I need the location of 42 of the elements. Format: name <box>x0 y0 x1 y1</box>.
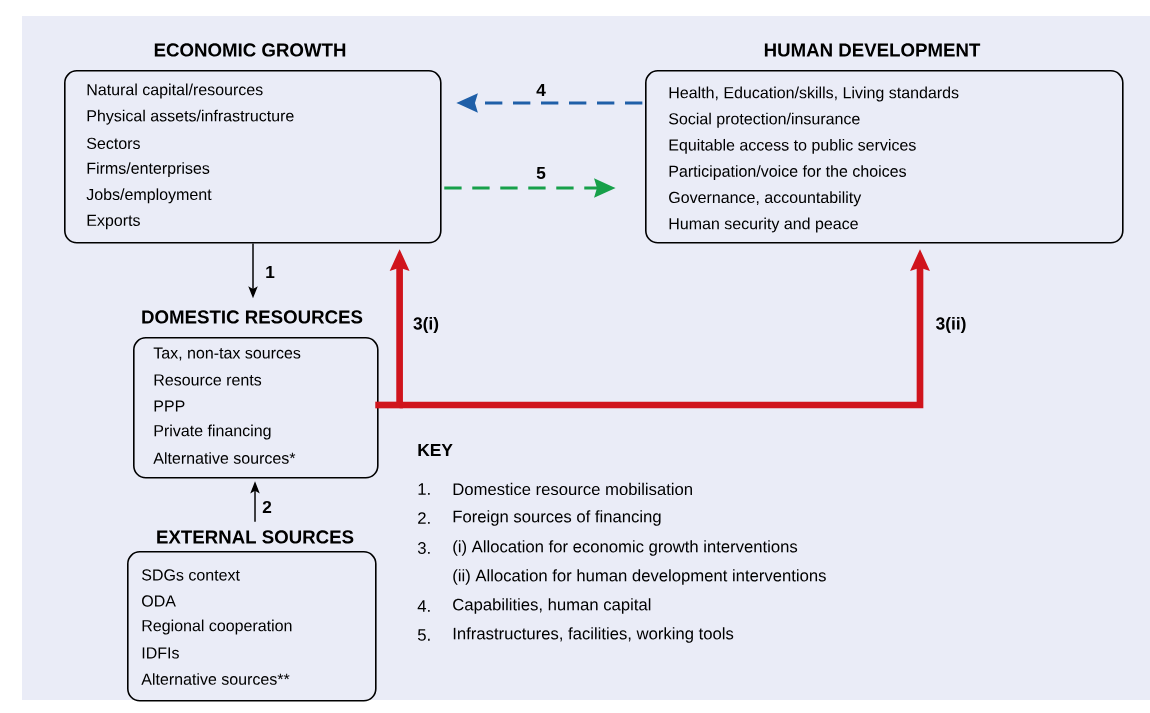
list-box: Tax, non-tax sources Resource rents PPP Private financing Alternative sources* <box>133 337 379 479</box>
heading: DOMESTIC RESOURCES <box>142 310 363 324</box>
node-label: Regional cooperation <box>142 619 292 635</box>
node-label: Tax, non-tax sources <box>153 347 301 361</box>
heading: HUMAN DEVELOPMENT <box>764 43 981 57</box>
node-label: Jobs/employment <box>86 188 212 204</box>
list-box: Natural capital/resources Physical assets/infrastructure Sectors Firms/enterprises Jobs/employment Exports <box>64 70 442 244</box>
key-text: Infrastructures, facilities, working tools <box>453 627 734 643</box>
key-text: (i) Allocation for economic growth interventions <box>453 540 798 556</box>
list-box: Health, Education/skills, Living standards Social protection/insurance Equitable access to public services Participation/voice for the choices Governance, accountability Human security and peace <box>645 70 1124 244</box>
key-text: Capabilities, human capital <box>453 598 651 614</box>
node-label: Resource rents <box>154 374 262 386</box>
node-label: Alternative sources* <box>153 452 296 464</box>
list-number: 5. <box>417 629 430 641</box>
node-label: Equitable access to public services <box>669 138 916 154</box>
list-number: 2. <box>418 512 430 524</box>
heading: ECONOMIC GROWTH <box>154 43 346 57</box>
heading: EXTERNAL SOURCES <box>157 530 354 544</box>
node-label: Firms/enterprises <box>87 162 210 178</box>
node-label: IDFIs <box>142 647 179 659</box>
node-label: Sectors <box>87 137 140 150</box>
node-label: SDGs context <box>142 569 240 581</box>
node-label: Social protection/insurance <box>669 112 860 128</box>
list-number: 4. <box>417 600 430 612</box>
node-label: Natural capital/resources <box>87 83 263 99</box>
node-label: Alternative sources** <box>141 673 290 685</box>
node-label: PPP <box>154 400 185 412</box>
node-label: Participation/voice for the choices <box>669 165 906 181</box>
key-text: (ii) Allocation for human development interventions <box>453 569 826 585</box>
node-label: Governance, accountability <box>669 191 862 207</box>
node-label: ODA <box>142 595 176 607</box>
key-heading: KEY <box>418 444 453 456</box>
node-label: Private financing <box>154 424 271 440</box>
list-number: 1. <box>418 483 430 495</box>
node-label: Exports <box>87 214 140 230</box>
key-text: Domestice resource mobilisation <box>453 482 692 496</box>
node-label: Health, Education/skills, Living standards <box>669 86 959 102</box>
list-number: 3. <box>417 542 430 554</box>
key-text: Foreign sources of financing <box>453 510 661 526</box>
list-box: SDGs context ODA Regional cooperation IDFIs Alternative sources** <box>127 551 377 702</box>
node-label: Human security and peace <box>669 217 858 233</box>
node-label: Physical assets/infrastructure <box>87 109 294 125</box>
